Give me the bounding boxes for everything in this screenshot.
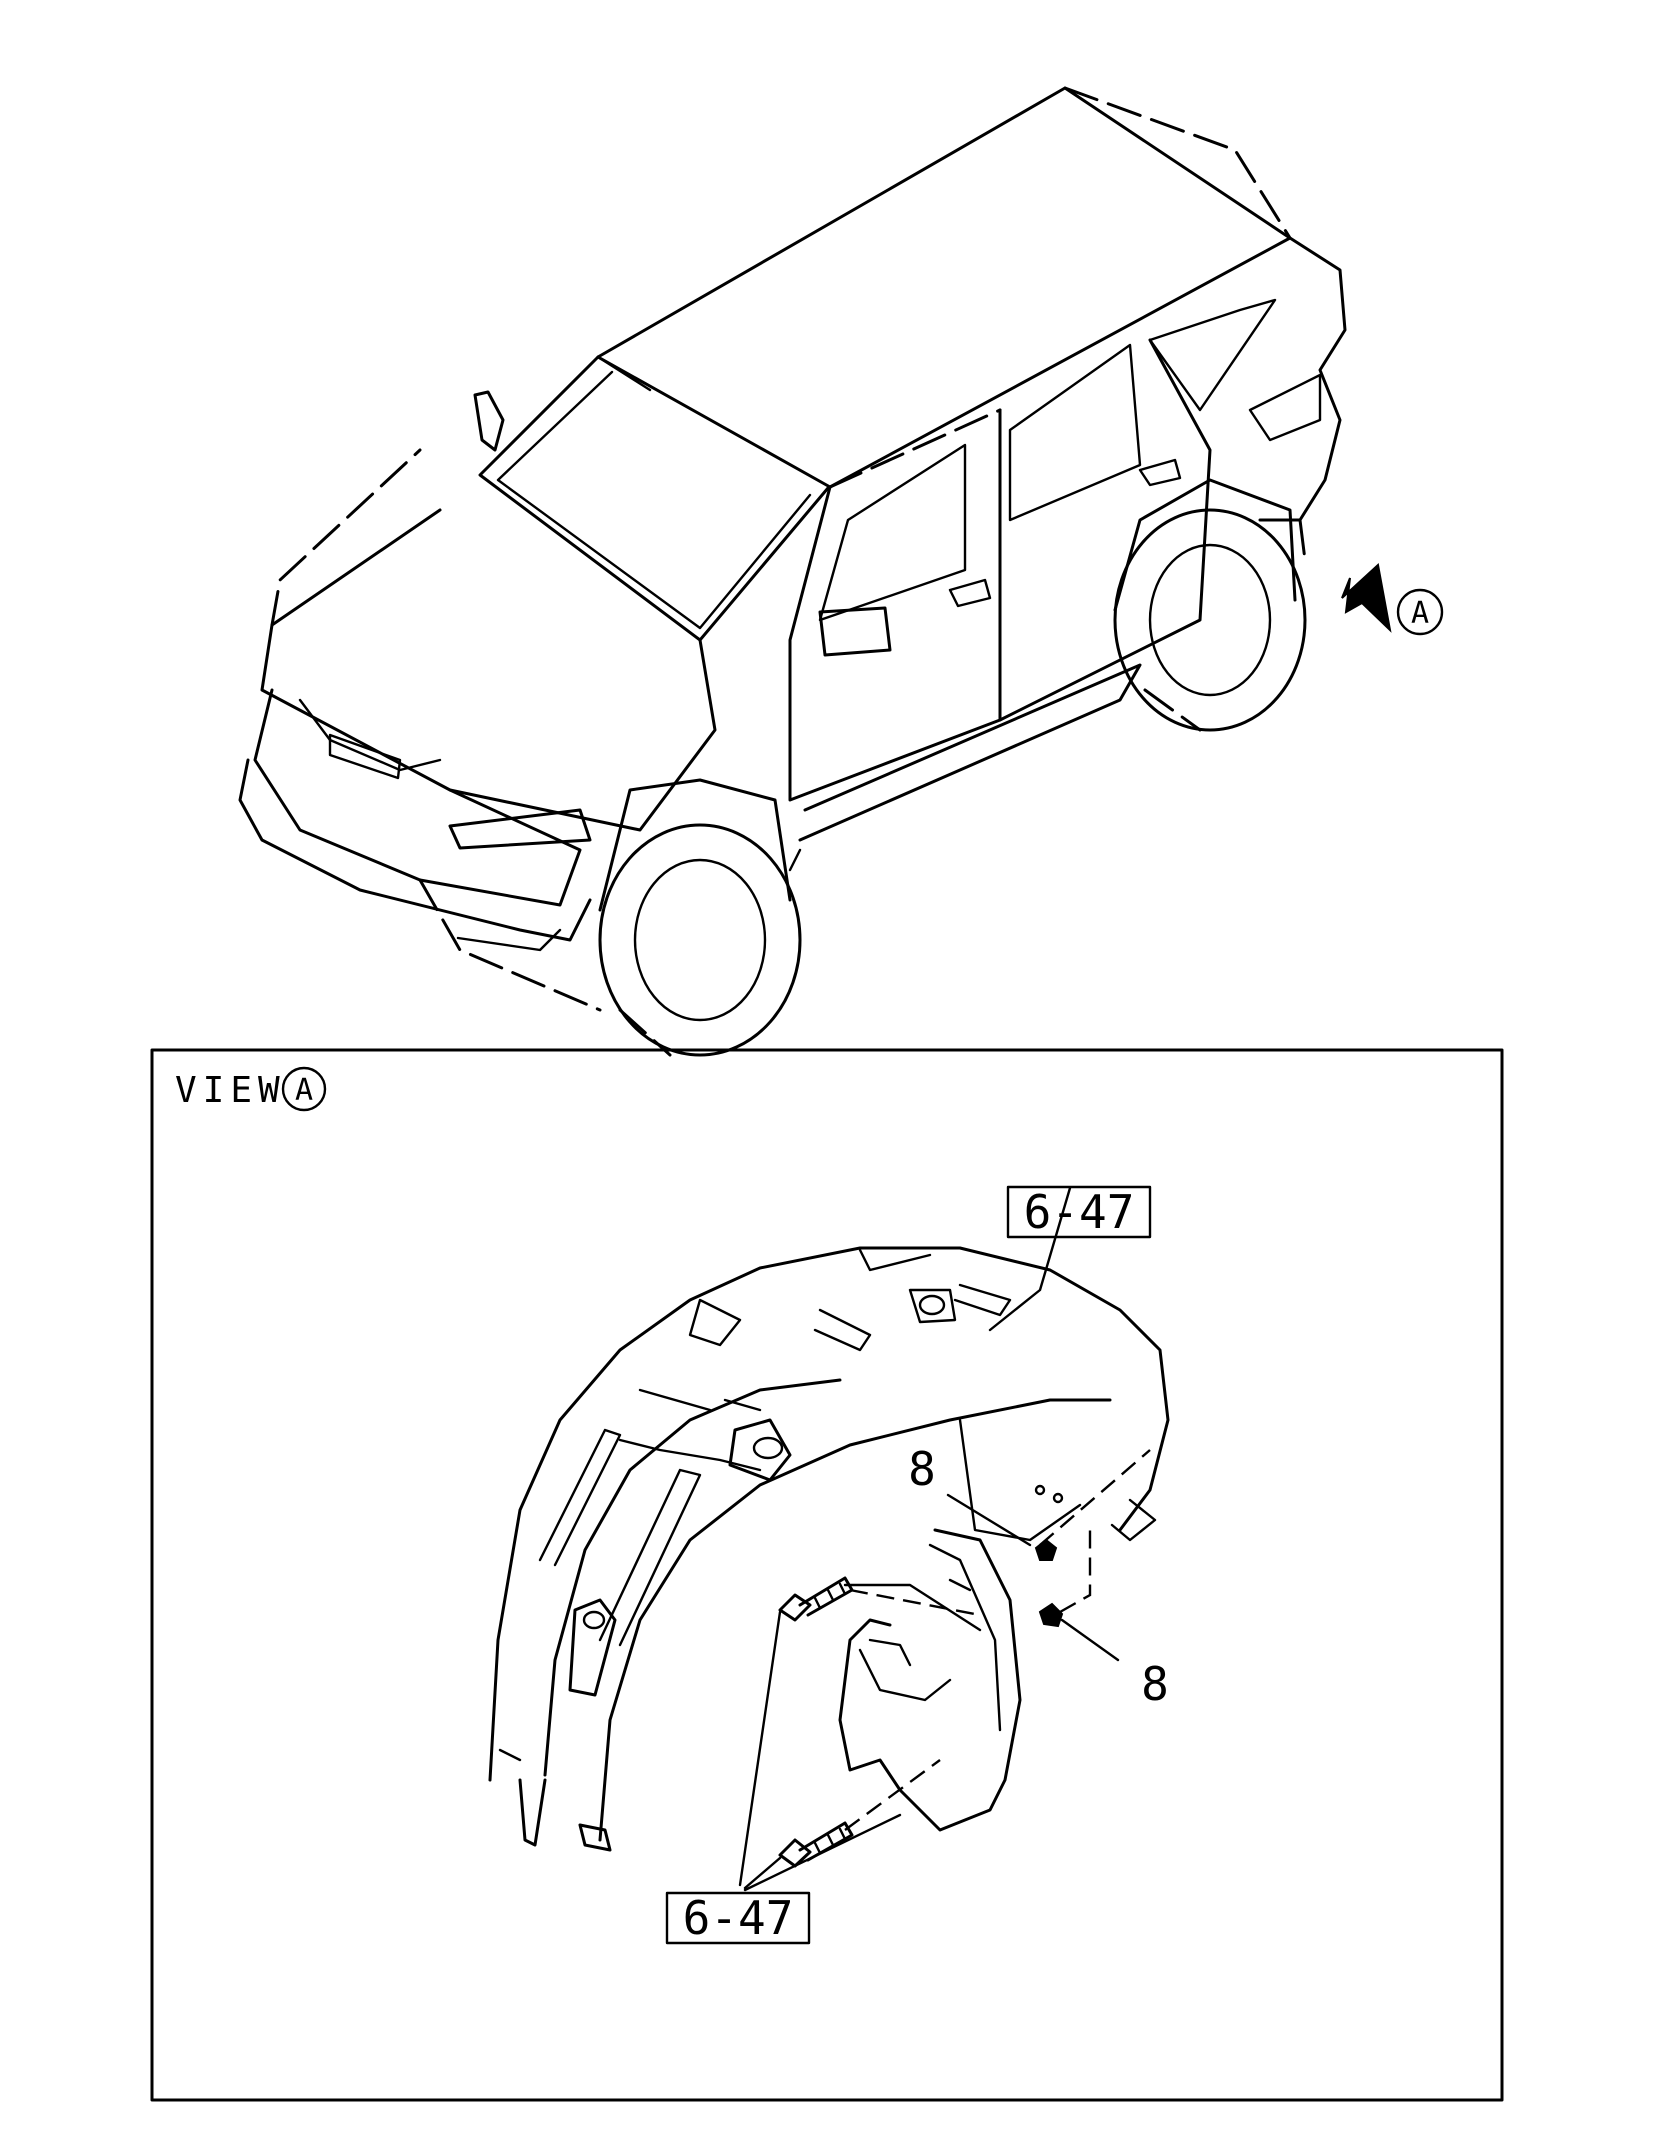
callouts: 6-47 8 8 6-47 bbox=[665, 1185, 1169, 1945]
part-label-lower: 8 bbox=[1141, 1657, 1169, 1711]
view-marker-circle bbox=[1396, 588, 1444, 636]
view-marker-letter: A bbox=[1411, 596, 1429, 631]
bolt-lower-icon bbox=[778, 1821, 854, 1868]
view-a-panel bbox=[150, 1048, 1504, 2102]
mud-flap bbox=[838, 1528, 1022, 1832]
ref-label-top: 6-47 bbox=[1024, 1185, 1135, 1239]
clip-lower-icon bbox=[1038, 1602, 1064, 1628]
vehicle-illustration bbox=[238, 86, 1347, 1057]
clip-upper-icon bbox=[1034, 1538, 1058, 1561]
wheel-house-liner bbox=[488, 1246, 1170, 1852]
view-a-marker: A bbox=[1341, 563, 1444, 636]
leader-lines bbox=[738, 1186, 1151, 1892]
view-arrow-icon bbox=[1341, 563, 1392, 633]
ref-label-bottom: 6-47 bbox=[683, 1891, 794, 1945]
view-heading-letter: A bbox=[295, 1073, 313, 1108]
part-label-upper: 8 bbox=[908, 1442, 936, 1496]
ref-box-top bbox=[1006, 1185, 1152, 1239]
bolt-upper-icon bbox=[778, 1576, 854, 1622]
view-a-heading: VIEW A bbox=[175, 1066, 327, 1112]
view-heading-circle bbox=[281, 1066, 327, 1112]
view-heading-text: VIEW bbox=[175, 1070, 286, 1111]
ref-box-bottom bbox=[665, 1891, 811, 1945]
